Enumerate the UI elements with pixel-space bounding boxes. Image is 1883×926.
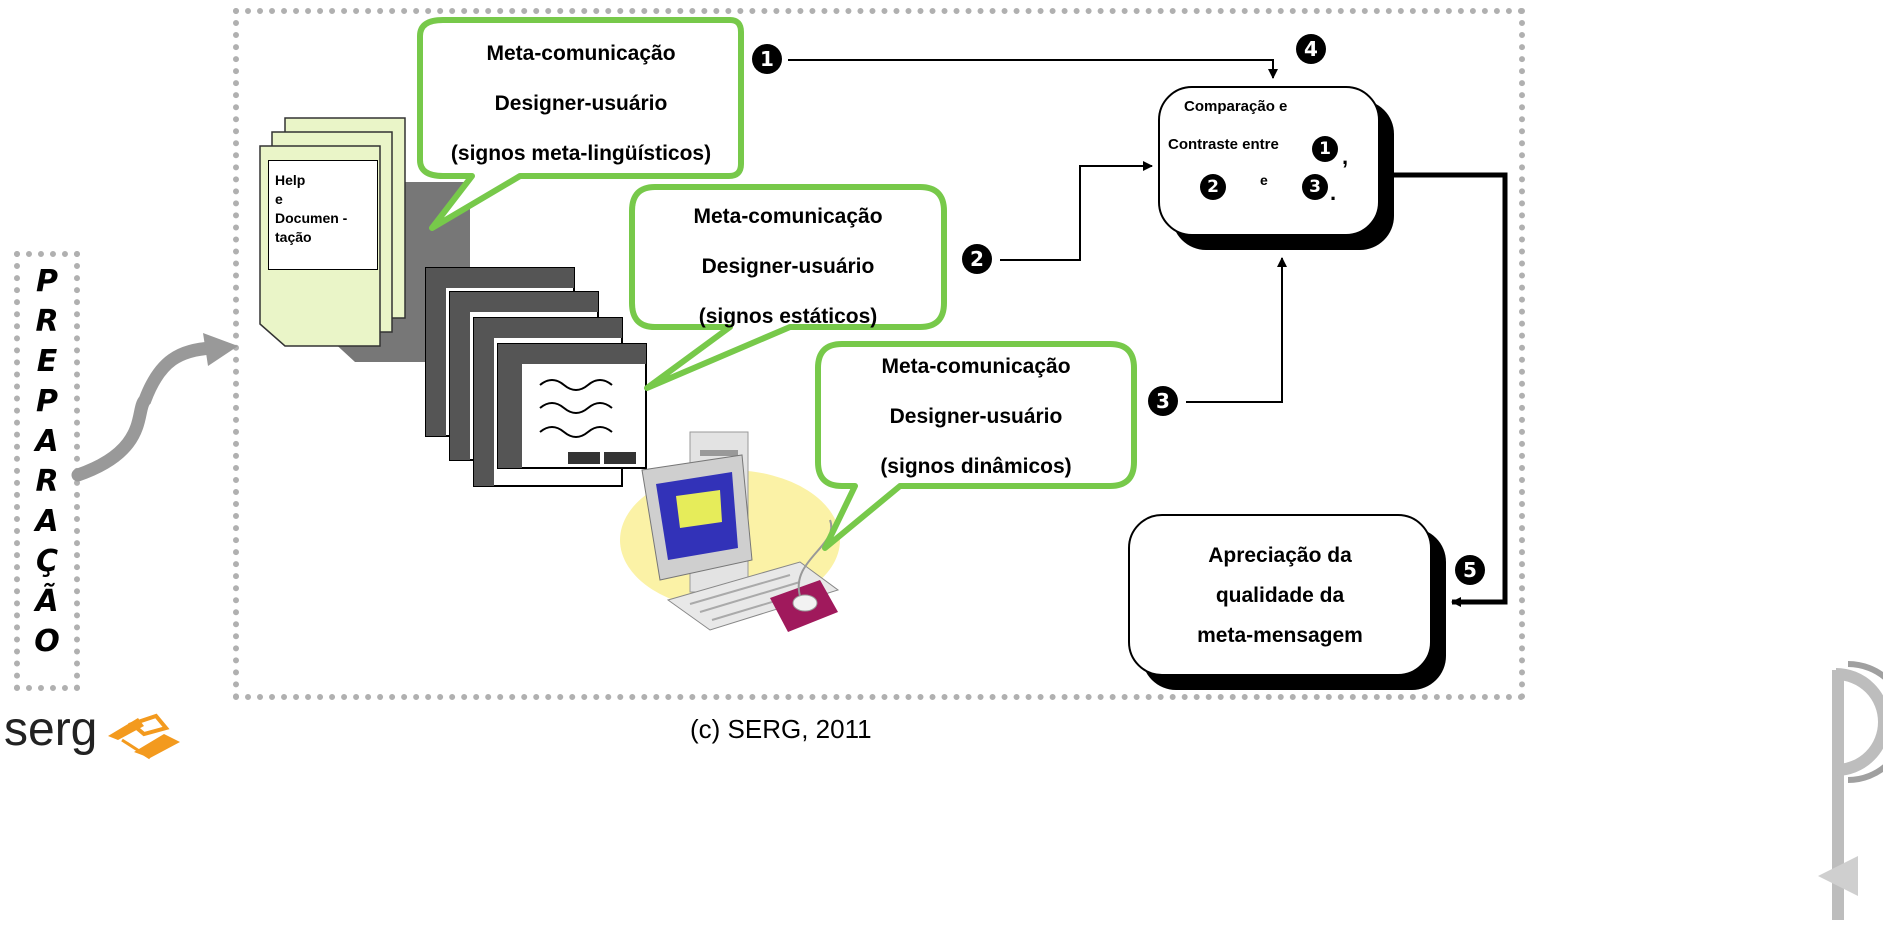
preparacao-letter: P [36,384,58,419]
institution-logo [1818,661,1883,920]
quality-line-3: meta-mensagem [1197,624,1363,647]
quality-line-2: qualidade da [1215,584,1345,607]
speech-bubble-3: Meta-comunicação Designer-usuário (signo… [820,342,1132,492]
bubble-1-line-3: (signos meta-lingüísticos) [450,142,712,165]
curved-arrow [71,341,219,482]
help-doc-line: Help [275,172,306,188]
step-number-4: 4 [1296,34,1326,64]
comparison-box: Comparação e Contraste entre 1 , 2 e 3 . [1158,86,1380,236]
preparacao-letter: A [35,504,59,539]
preparacao-letters: P R E P A R A Ç Ã O [20,262,74,662]
bubble-2-line-2: Designer-usuário [701,255,875,278]
preparacao-letter: Ã [35,584,59,619]
preparacao-letter: P [36,264,58,299]
computer-illustration [620,431,840,632]
bubble-3-line-1: Meta-comunicação [881,355,1071,378]
bubble-3-line-3: (signos dinâmicos) [880,455,1072,478]
comparison-ref-3: 3 [1302,174,1328,200]
comparison-comma: , [1342,144,1349,169]
help-doc-line: Documen - [275,210,348,226]
speech-bubble-1-shape [417,17,744,231]
connector-arrow-2 [1000,161,1153,261]
comparison-and: e [1260,172,1268,188]
screens-illustration [425,267,647,487]
step-number-5: 5 [1455,555,1485,585]
comparison-ref-2: 2 [1200,174,1226,200]
step-number-1: 1 [752,44,782,74]
comparison-period: . [1330,180,1337,205]
preparacao-letter: A [35,424,59,459]
comparison-ref-1: 1 [1312,136,1338,162]
comparison-line-2: Contraste entre [1168,136,1279,153]
step-number-3: 3 [1148,386,1178,416]
comparison-line-1: Comparação e [1184,98,1288,115]
preparacao-letter: R [35,464,59,499]
help-doc-line: e [275,191,283,207]
quality-box: Apreciação da qualidade da meta-mensagem [1128,514,1432,676]
speech-bubble-2-shape [629,184,947,391]
preparacao-letter: O [34,624,60,659]
curved-arrow-head [203,333,238,366]
speech-bubble-1: Meta-comunicação Designer-usuário (signo… [422,29,740,179]
help-doc-line: tação [275,229,312,245]
bubble-1-line-1: Meta-comunicação [486,42,676,65]
connector-arrow-5 [1393,172,1508,607]
copyright-text: (c) SERG, 2011 [690,714,872,744]
speech-bubble-2: Meta-comunicação Designer-usuário (signo… [634,192,942,342]
connector-arrow-1 [788,59,1278,79]
preparacao-letter: E [36,344,58,379]
help-doc-label: Help e Documen - tação [268,160,378,270]
bubble-1-line-2: Designer-usuário [494,92,668,115]
serg-logo-text: serg [4,703,98,756]
quality-line-1: Apreciação da [1208,544,1352,567]
connector-arrow-3 [1186,257,1287,403]
bubble-2-line-1: Meta-comunicação [693,205,883,228]
step-number-2: 2 [962,244,992,274]
speech-bubble-3-shape [815,341,1137,551]
serg-logo-icon [108,713,180,760]
bubble-3-line-2: Designer-usuário [889,405,1063,428]
preparacao-letter: Ç [35,544,59,579]
bubble-2-line-3: (signos estáticos) [698,305,878,328]
main-frame [233,8,1525,700]
preparacao-letter: R [35,304,59,339]
